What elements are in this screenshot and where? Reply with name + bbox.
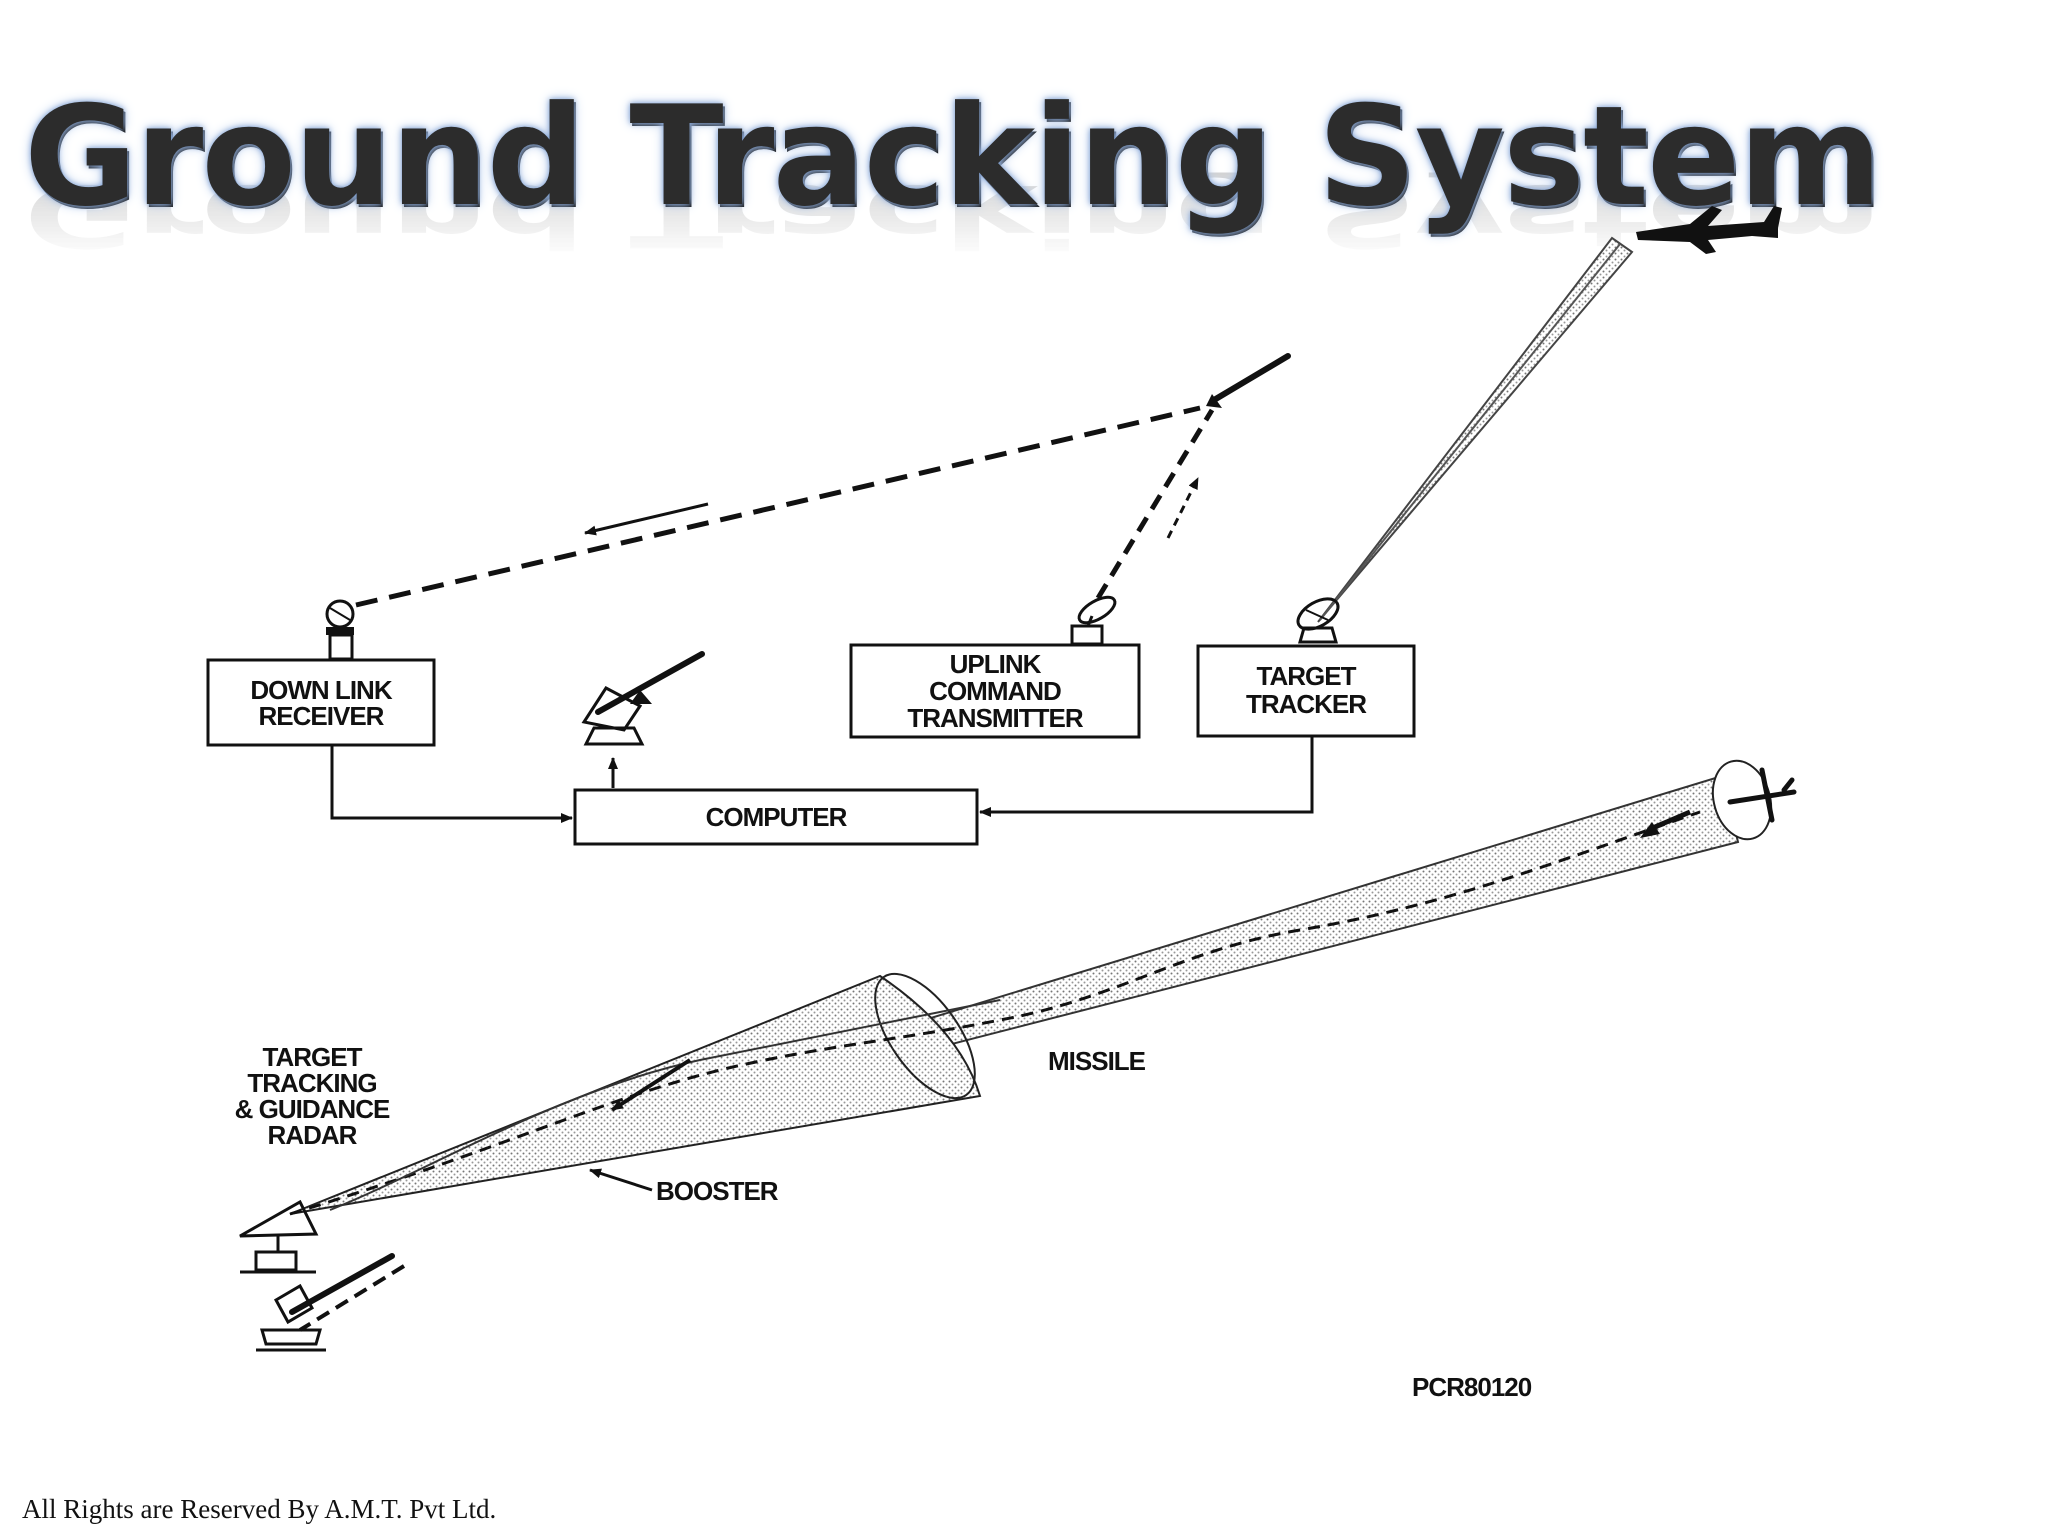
tracker-antenna-icon [1296, 597, 1340, 644]
svg-text:DOWN LINK: DOWN LINK [250, 675, 392, 705]
launcher-icon [581, 651, 705, 788]
svg-text:TARGET: TARGET [1257, 661, 1357, 691]
connector-downlink-to-computer [330, 745, 573, 823]
downlink-receiver-box: DOWN LINK RECEIVER [206, 658, 436, 747]
missile-label: MISSILE [1048, 1046, 1146, 1076]
target-aircraft-icon [1727, 767, 1797, 823]
svg-text:UPLINK: UPLINK [950, 649, 1042, 679]
computer-box: COMPUTER [573, 788, 979, 846]
ground-launcher-icon [256, 1253, 406, 1352]
uplink-antenna-icon [1070, 595, 1117, 646]
figure-code: PCR80120 [1412, 1372, 1532, 1402]
ground-radar-icon [239, 1199, 319, 1274]
downlink-antenna-icon [325, 599, 355, 661]
booster-pointer [589, 1168, 653, 1192]
booster-cone [289, 972, 982, 1215]
svg-text:TRANSMITTER: TRANSMITTER [907, 703, 1084, 733]
aircraft-icon [1636, 206, 1782, 254]
downlink-signal-path [355, 405, 1201, 608]
svg-text:COMPUTER: COMPUTER [706, 802, 848, 832]
svg-text:TARGET: TARGET [263, 1042, 363, 1072]
svg-text:TRACKING: TRACKING [247, 1068, 376, 1098]
tracker-beam [1317, 236, 1634, 623]
missile-icon [1206, 353, 1291, 408]
footer-copyright: All Rights are Reserved By A.M.T. Pvt Lt… [22, 1494, 497, 1524]
target-tracker-box: TARGET TRACKER [1196, 644, 1416, 738]
uplink-command-transmitter-box: UPLINK COMMAND TRANSMITTER [849, 643, 1141, 739]
radar-label: TARGET TRACKING & GUIDANCE RADAR [235, 1042, 391, 1150]
svg-text:TRACKER: TRACKER [1246, 689, 1367, 719]
slide-title: Ground Tracking System [24, 76, 1882, 237]
uplink-signal-path [1095, 408, 1215, 600]
svg-text:COMMAND: COMMAND [929, 676, 1061, 706]
svg-text:RADAR: RADAR [268, 1120, 358, 1150]
missile-flight-path [289, 809, 1701, 1216]
svg-text:RECEIVER: RECEIVER [259, 701, 385, 731]
booster-label: BOOSTER [656, 1176, 779, 1206]
connector-tracker-to-computer [979, 736, 1314, 817]
svg-text:& GUIDANCE: & GUIDANCE [235, 1094, 390, 1124]
